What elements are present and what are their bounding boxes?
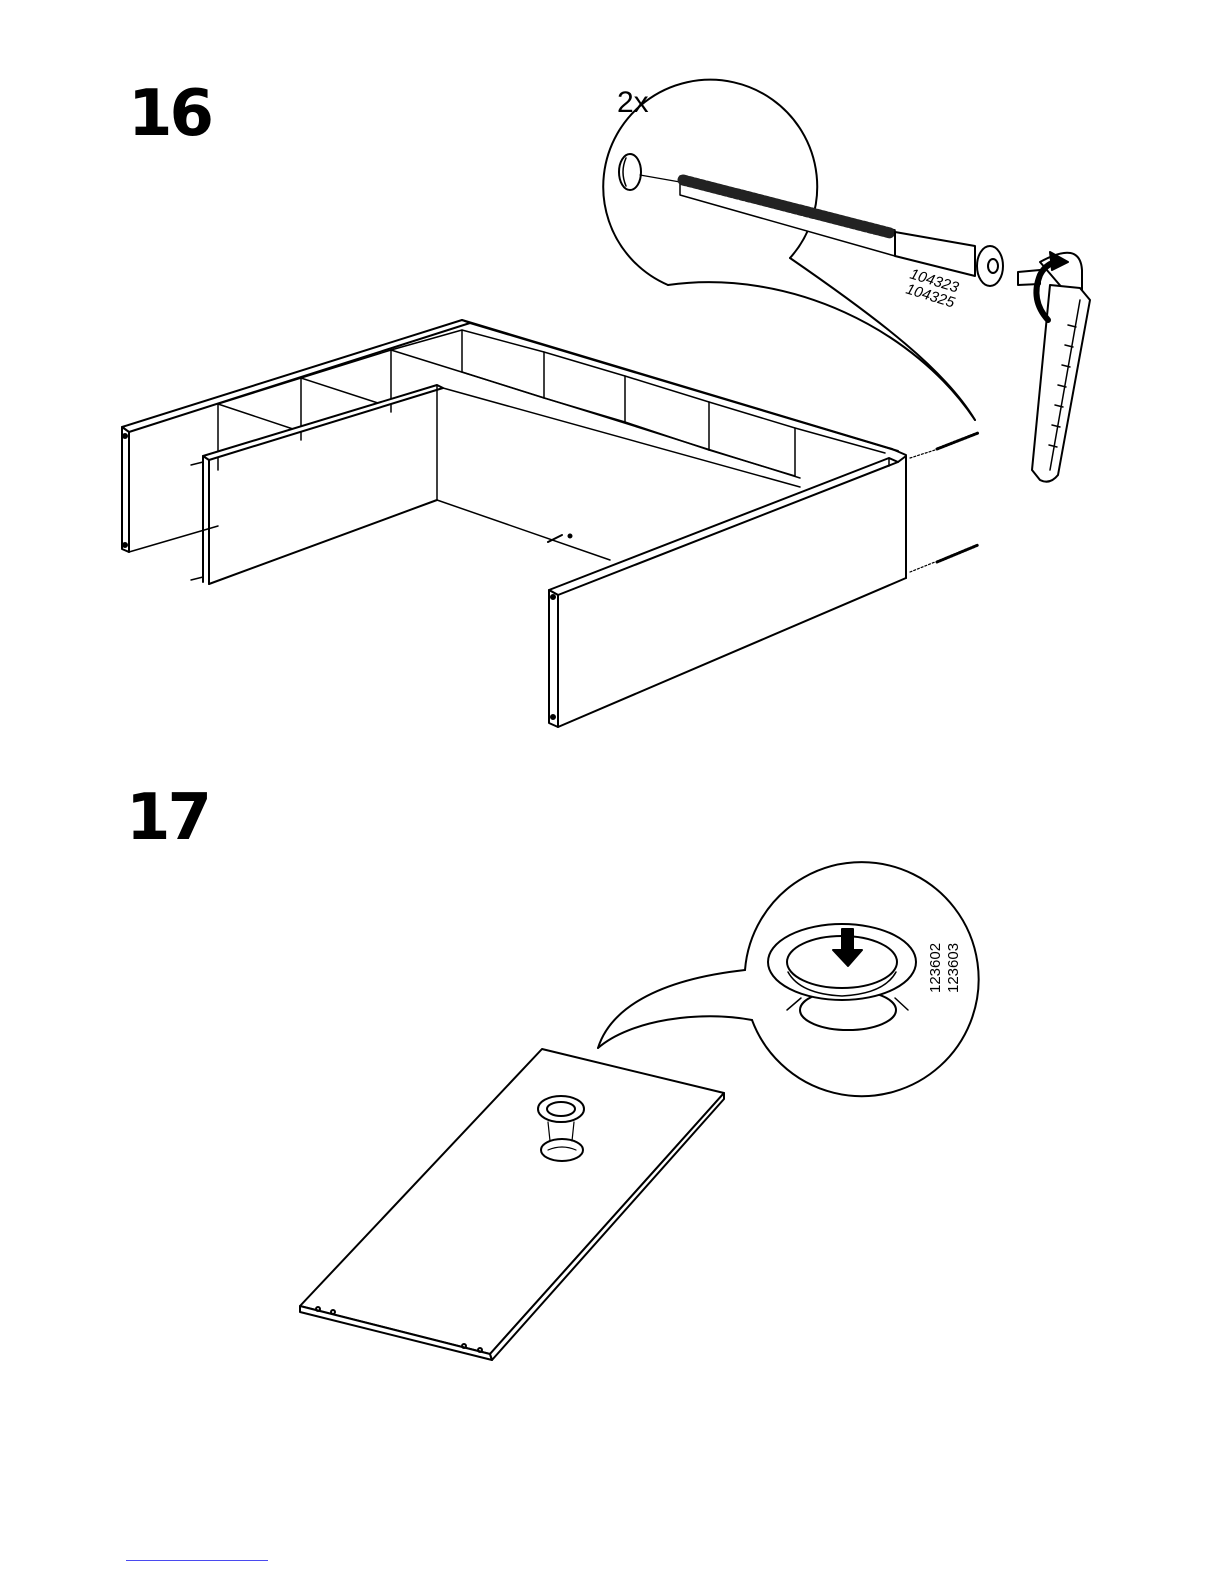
step-17-detail-callout bbox=[598, 862, 979, 1096]
step-17-panel-illustration bbox=[300, 1049, 724, 1360]
allen-key-icon bbox=[1018, 253, 1090, 482]
part-number-123602: 123602 bbox=[927, 943, 944, 993]
step-16-frame-illustration bbox=[122, 320, 978, 727]
step-16-detail-callout bbox=[603, 80, 1090, 482]
screw-icon bbox=[910, 433, 978, 572]
bottom-link-underline bbox=[126, 1560, 268, 1561]
part-number-123603: 123603 bbox=[945, 943, 962, 993]
screw-quantity-label: 2x bbox=[617, 86, 649, 119]
